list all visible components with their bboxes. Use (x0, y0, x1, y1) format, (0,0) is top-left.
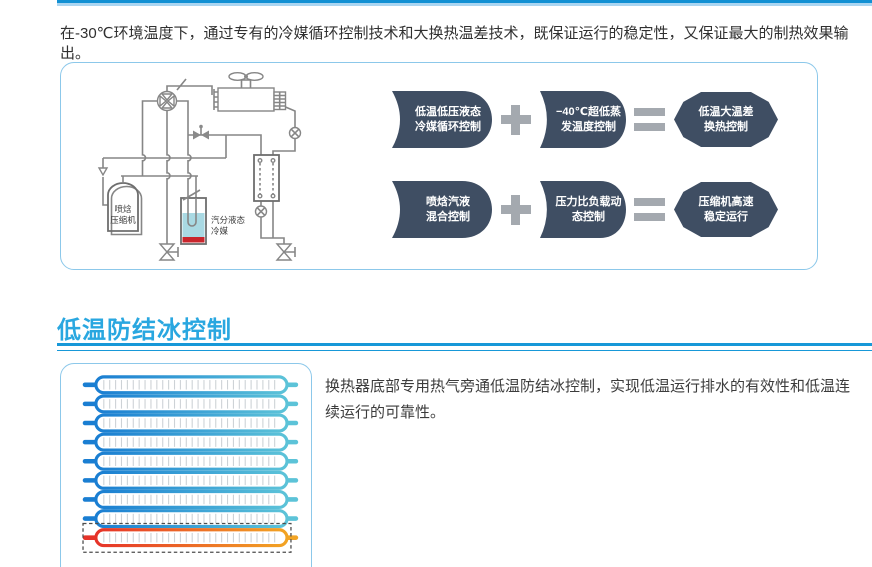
pipes (102, 78, 296, 244)
coil-tube (94, 528, 289, 548)
expansion-valve-icon (193, 124, 209, 140)
equals-icon (634, 108, 666, 131)
vessel-label: 汽分液态 (211, 215, 246, 225)
factor-badge: −40℃超低蒸发温度控制 (539, 91, 626, 148)
title-underline-thick (57, 343, 872, 347)
badge-line: 低温大温差 (698, 105, 754, 118)
plus-icon (500, 104, 531, 135)
formula-row: 喷焓汽液混合控制 压力比负载动态控制 压缩机高速稳定运行 (392, 181, 778, 238)
compressor: 喷焓 压缩机 (107, 182, 143, 236)
badge-line: 低温低压液态 (415, 105, 481, 118)
section-divider-bar (57, 0, 872, 6)
valve-icon (275, 243, 296, 261)
badge-line: 发温度控制 (561, 120, 616, 133)
divider-light-stripe (57, 3, 872, 6)
coil-tube (94, 394, 289, 414)
formula-row: 低温低压液态冷媒循环控制 −40℃超低蒸发温度控制 低温大温差换热控制 (392, 91, 778, 148)
badge-line: 喷焓汽液 (426, 195, 470, 208)
badge-line: 压缩机高速 (698, 195, 754, 208)
badge-line: 态控制 (572, 210, 605, 223)
factor-badge: 低温低压液态冷媒循环控制 (392, 91, 492, 148)
coil-panel (60, 363, 312, 567)
coil-tube (94, 489, 289, 509)
defrost-description: 换热器底部专用热气旁通低温防结冰控制，实现低温运行排水的有效性和低温连续运行的可… (325, 378, 851, 422)
badge-line: 稳定运行 (704, 210, 748, 223)
badge-line: 冷媒循环控制 (415, 120, 481, 133)
coil-tube (94, 413, 289, 433)
refrigerant-circuit-diagram: 喷焓 压缩机 汽分液态 冷媒 (97, 71, 302, 261)
separator-vessel: 汽分液态 冷媒 (180, 189, 246, 245)
plus-icon (500, 194, 531, 225)
intro-paragraph: 在-30℃环境温度下，通过专有的冷媒循环控制技术和大换热温差技术，既保证运行的稳… (60, 25, 849, 63)
coil-tube (94, 470, 289, 490)
result-badge: 低温大温差换热控制 (674, 92, 778, 147)
title-underline-thin (57, 349, 872, 352)
coil-tube (94, 375, 289, 395)
four-way-valve-icon (156, 90, 178, 112)
condenser-coil (213, 87, 287, 112)
coil-tube (94, 451, 289, 471)
valve-icon (158, 243, 179, 261)
factor-badge: 压力比负载动态控制 (539, 181, 626, 238)
plate-heat-exchanger (253, 154, 280, 202)
sight-glass-icon (288, 126, 302, 140)
coil-svg (82, 375, 299, 553)
defrost-highlight-frame (82, 522, 292, 553)
check-valve-icon (97, 167, 109, 177)
result-badge: 压缩机高速稳定运行 (674, 182, 778, 237)
badge-line: 混合控制 (426, 210, 470, 223)
divider-dark-stripe (57, 0, 872, 4)
badge-line: 压力比负载动 (555, 195, 622, 208)
badge-line: 换热控制 (704, 120, 748, 133)
equals-icon (634, 198, 666, 221)
vessel-label: 冷媒 (211, 226, 229, 236)
compressor-label: 压缩机 (110, 215, 136, 225)
badge-line: −40℃超低蒸 (556, 105, 621, 118)
fan-icon (228, 71, 264, 88)
coil-tube (94, 432, 289, 452)
compressor-label: 喷焓 (114, 204, 132, 214)
sight-glass-icon (254, 205, 268, 218)
section-title: 低温防结冰控制 (57, 317, 232, 344)
technology-panel: 喷焓 压缩机 汽分液态 冷媒 (60, 62, 818, 270)
factor-badge: 喷焓汽液混合控制 (392, 181, 492, 238)
